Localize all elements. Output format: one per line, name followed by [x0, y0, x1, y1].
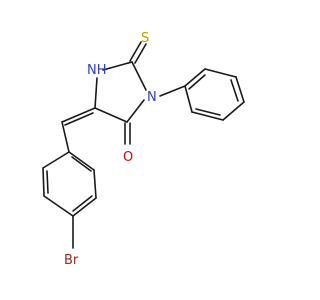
bond-bp-5: [42, 167, 45, 197]
bond-bp-1: [68, 151, 95, 171]
bond-ph-5-inner: [195, 108, 221, 116]
bond-ph-5: [191, 111, 224, 121]
bond-bp-1-inner: [71, 156, 92, 172]
bond-ph-2: [204, 68, 237, 78]
sulfur-atom-label: S: [141, 31, 149, 46]
bond-c5-nh: [94, 77, 98, 109]
bond-bp-3: [72, 197, 97, 217]
bond-n3-c4: [126, 99, 145, 123]
bromine-atom-label: Br: [64, 253, 79, 268]
bond-ph-4: [222, 101, 245, 121]
bond-c2-s-b: [134, 43, 147, 64]
oxygen-atom-label: O: [123, 150, 133, 165]
bond-c4-c5: [94, 107, 128, 123]
molecule-diagram: S NH N O Br: [42, 31, 245, 268]
bond-ph-3-inner: [230, 79, 239, 102]
bond-bp-5-inner: [46, 170, 49, 194]
bond-ph-1-inner: [188, 74, 206, 90]
bond-bp-6: [42, 151, 70, 169]
bond-c5-ch-b: [64, 112, 94, 126]
structure-canvas: S NH N O Br: [42, 31, 245, 268]
bond-bp-2: [93, 169, 97, 199]
nh-h-symbol: H: [97, 63, 107, 78]
nh-atom-label: NH: [87, 63, 107, 78]
bond-ph-1: [184, 68, 206, 87]
bond-c2-n3: [131, 61, 147, 91]
nh-n-symbol: N: [87, 63, 97, 78]
bond-bp-4: [43, 195, 74, 217]
bond-nh-c2: [102, 61, 133, 71]
bond-c5-ch-a: [61, 107, 96, 123]
bond-c2-s-a: [129, 41, 142, 62]
bond-ch-ring: [61, 121, 70, 153]
bond-bp-3-inner: [72, 195, 93, 212]
bond-ph-3: [235, 76, 245, 103]
bond-ph-6: [184, 85, 193, 113]
bond-n3-ph: [159, 85, 186, 97]
nitrogen-atom-label: N: [147, 90, 157, 105]
